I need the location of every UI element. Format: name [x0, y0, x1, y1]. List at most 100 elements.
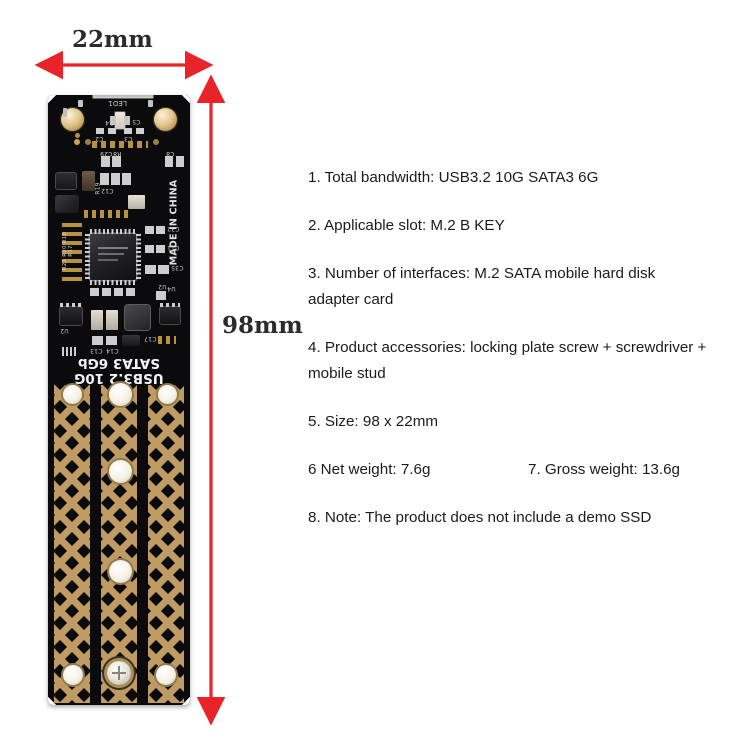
smd-resistor [96, 128, 104, 134]
led-pad [110, 116, 116, 125]
silk-u2: U2 [60, 327, 69, 334]
test-pad [153, 139, 159, 145]
usb-c-connector [92, 95, 154, 99]
silk-c3: C8 [166, 150, 175, 157]
pad-row [92, 141, 148, 148]
ic-small [60, 307, 82, 325]
via-dot [63, 108, 67, 117]
led-component [115, 112, 125, 129]
silk-c34: C11 [167, 244, 180, 251]
mounting-pad [156, 665, 176, 685]
silk-c8: C29 [100, 150, 113, 157]
silk-c32: C12 [101, 187, 114, 194]
smd-resistor [124, 128, 132, 134]
mounting-pad [158, 385, 177, 404]
smd-cap [92, 336, 103, 345]
silk-c14: C14 [106, 347, 119, 354]
smd-cap [176, 156, 184, 167]
spec-item-4: 4. Product accessories: locking plate sc… [308, 339, 707, 382]
pad-ladder [62, 223, 82, 285]
silk-led1: LED1 [108, 99, 127, 107]
smd-resistor [108, 128, 116, 134]
via-dot [148, 100, 153, 107]
smd-cap [112, 156, 121, 167]
copper-ground-plane [48, 383, 190, 705]
board-corner-cut [48, 95, 57, 104]
silk-c17: C17 [144, 335, 157, 342]
spec-item-weights: 6 Net weight: 7.6g 7. Gross weight: 13.6… [308, 457, 744, 483]
board-corner-cut [181, 95, 190, 104]
smd-cap [145, 226, 154, 234]
ic-leads [85, 234, 90, 280]
silk-brand-line2: SATA3 6Gb [78, 355, 160, 371]
power-inductor [125, 305, 150, 330]
ic-marking [98, 247, 128, 249]
ic-leads [160, 303, 180, 307]
smd-cap [106, 336, 117, 345]
mounting-pad [109, 383, 132, 406]
mounting-pad [109, 460, 132, 483]
mounting-pad [63, 385, 82, 404]
smd-cap [90, 288, 99, 296]
ic-leads [60, 303, 82, 307]
mounting-pad [109, 560, 132, 583]
transistor [122, 335, 140, 346]
ic-marking [98, 259, 118, 261]
ic-small [160, 307, 180, 324]
crystal-oscillator [55, 195, 79, 213]
via-dot [75, 133, 80, 138]
spec-gross-weight: 7. Gross weight: 13.6g [528, 461, 680, 478]
smd-resistor [136, 128, 144, 134]
smd-cap [156, 226, 165, 234]
spec-item-1: 1. Total bandwidth: USB3.2 10G SATA3 6G [308, 169, 599, 186]
silk-made-in-china: MADE IN CHINA [168, 179, 180, 266]
silk-u4: U4 [167, 285, 176, 292]
spec-item-8: 8. Note: The product does not include a … [308, 509, 652, 526]
smd-cap [101, 156, 110, 167]
pad-strip [158, 336, 176, 344]
ic-marking [98, 253, 124, 255]
ic-leads [136, 234, 141, 280]
pad-strip [84, 210, 128, 218]
mounting-screw [107, 661, 131, 685]
ic-leads [90, 229, 136, 234]
ic-small [56, 173, 76, 189]
silk-c11: C35 [171, 264, 184, 271]
silk-c5: C5 [132, 118, 141, 125]
specification-list: 1. Total bandwidth: USB3.2 10G SATA3 6G … [308, 165, 744, 553]
pcb-board-image: LED1 R4 C5 C2 C3 C29 R8 C8 [48, 95, 190, 705]
silk-c1: R8 [113, 150, 122, 157]
silk-group-left: R21 R20 R18 R17 [62, 231, 74, 271]
smd-cap [156, 291, 166, 300]
silk-c31: C32 [167, 225, 180, 232]
ic-leads [90, 280, 136, 285]
silk-c35: U2 [158, 283, 167, 290]
smd-cap [91, 310, 103, 330]
silk-brand-block: USB3.2 10G SATA3 6Gb [64, 355, 174, 386]
spec-item-2: 2. Applicable slot: M.2 B KEY [308, 217, 505, 234]
smd-cap [102, 288, 111, 296]
smd-cap [165, 156, 173, 167]
smd-cap [145, 265, 156, 274]
smd-cap [158, 265, 169, 274]
via-dot [78, 100, 83, 107]
main-controller-ic [90, 234, 136, 280]
smd-cap [122, 173, 131, 185]
smd-component [128, 195, 145, 209]
width-dimension-label: 22mm [72, 26, 153, 53]
pad-strip [62, 347, 78, 356]
spec-net-weight: 6 Net weight: 7.6g [308, 461, 431, 478]
smd-cap [156, 245, 165, 253]
mounting-hole [153, 107, 178, 132]
led-pad [124, 116, 130, 125]
smd-cap [106, 310, 118, 330]
mounting-pad [63, 665, 83, 685]
spec-item-3: 3. Number of interfaces: M.2 SATA mobile… [308, 265, 656, 308]
height-dimension-label: 98mm [222, 312, 303, 339]
spec-item-5: 5. Size: 98 x 22mm [308, 413, 438, 430]
inductor [82, 171, 95, 191]
smd-cap [111, 173, 120, 185]
silk-c13: C13 [90, 347, 103, 354]
smd-cap [100, 173, 109, 185]
